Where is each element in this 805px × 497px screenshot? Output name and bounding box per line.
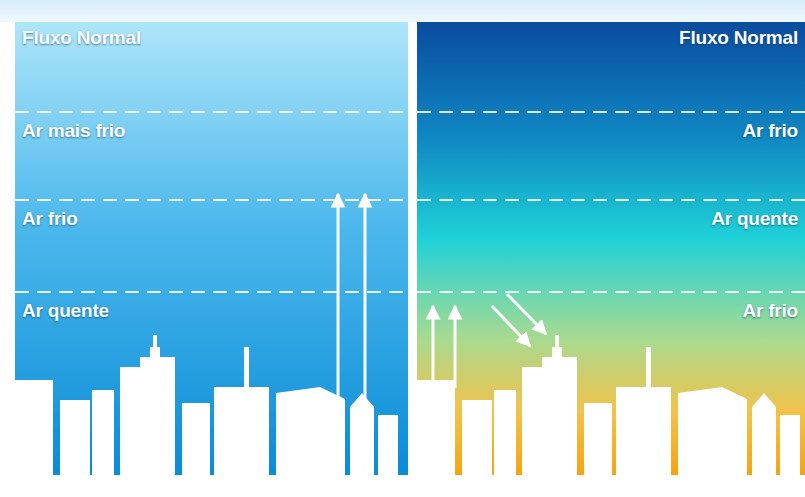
layer-label: Fluxo Normal (22, 27, 141, 49)
city-skyline (15, 335, 398, 475)
layer-label: Ar quente (22, 300, 109, 322)
air-layer-band: Ar frio (417, 292, 805, 475)
air-layer-band: Ar frio (15, 200, 408, 292)
air-flow-arrows (338, 194, 546, 418)
panel-ground (417, 22, 805, 475)
layer-label: Ar frio (742, 300, 798, 322)
city-skyline (417, 335, 800, 475)
layer-label: Fluxo Normal (679, 27, 798, 49)
panel-ground (15, 22, 408, 475)
air-layer-band: Ar quente (15, 292, 408, 475)
air-layer-band: Fluxo Normal (15, 22, 408, 112)
bottom-strip (0, 475, 805, 497)
layer-label: Ar frio (22, 208, 78, 230)
divider (408, 22, 417, 497)
layer-label: Ar frio (742, 120, 798, 142)
layer-label: Ar mais frio (22, 120, 125, 142)
top-strip (0, 0, 805, 22)
layer-lines (15, 112, 805, 292)
air-layer-band: Ar quente (417, 200, 805, 292)
air-layer-band: Ar frio (417, 112, 805, 200)
layer-label: Ar quente (711, 208, 798, 230)
air-layer-band: Fluxo Normal (417, 22, 805, 112)
air-layer-band: Ar mais frio (15, 112, 408, 200)
